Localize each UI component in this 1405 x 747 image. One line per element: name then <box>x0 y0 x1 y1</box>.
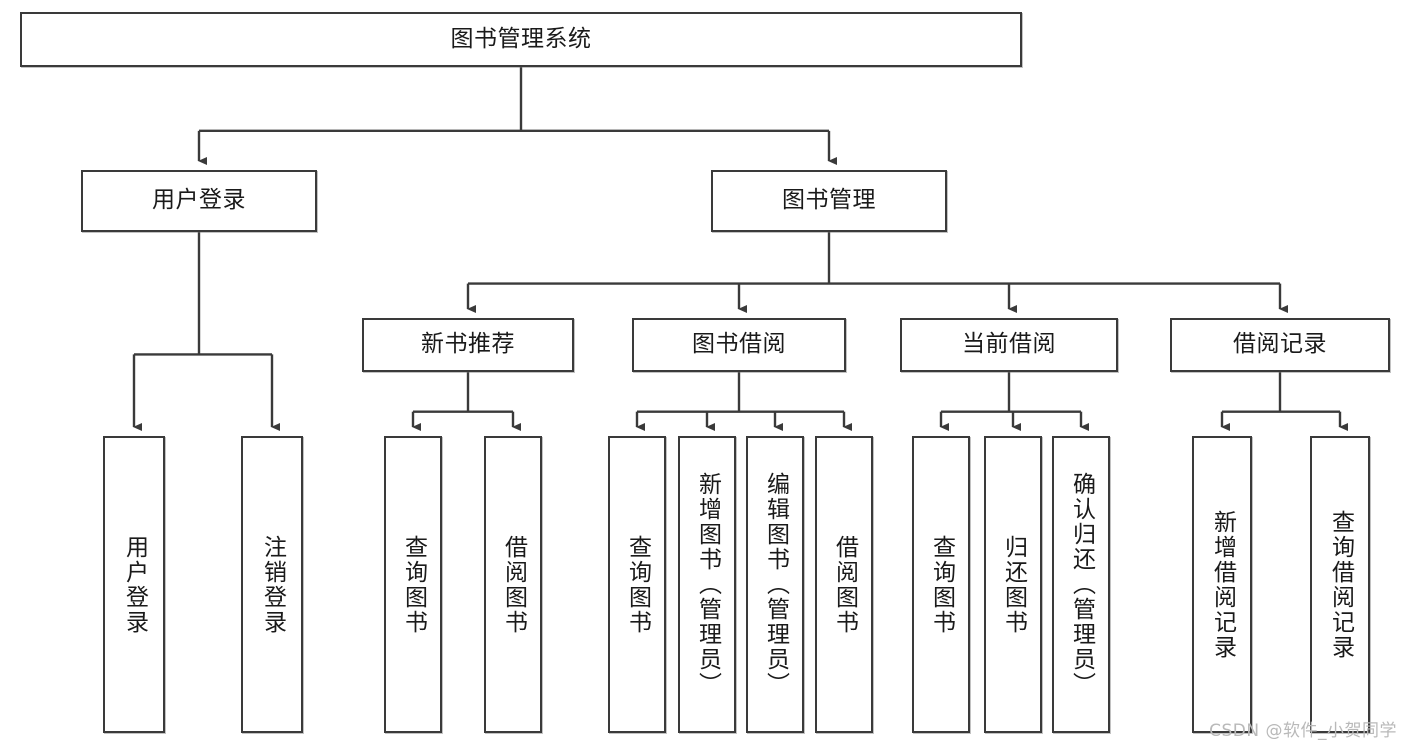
node-l2-new[interactable]: 新书推荐 <box>362 318 574 372</box>
node-leaf-4[interactable]: 借阅图书 <box>484 436 542 733</box>
node-l2-current[interactable]: 当前借阅 <box>900 318 1118 372</box>
node-leaf-1[interactable]: 用户登录 <box>103 436 165 733</box>
node-l1-book[interactable]: 图书管理 <box>711 170 947 232</box>
node-leaf-5[interactable]: 查询图书 <box>608 436 666 733</box>
node-label: 归还图书 <box>1000 534 1027 635</box>
node-label: 借阅图书 <box>500 534 527 635</box>
node-leaf-10[interactable]: 归还图书 <box>984 436 1042 733</box>
node-leaf-13[interactable]: 查询借阅记录 <box>1310 436 1370 733</box>
node-label: 用户登录 <box>121 534 148 635</box>
node-label: 图书借阅 <box>692 331 786 358</box>
node-label: 确认归还（管理员） <box>1068 472 1095 697</box>
node-leaf-8[interactable]: 借阅图书 <box>815 436 873 733</box>
node-label: 借阅记录 <box>1233 331 1327 358</box>
node-leaf-3[interactable]: 查询图书 <box>384 436 442 733</box>
node-label: 查询图书 <box>624 534 651 635</box>
watermark: CSDN @软件_小贺同学 <box>1209 721 1397 741</box>
node-label: 图书管理 <box>782 187 876 214</box>
node-label: 用户登录 <box>152 187 246 214</box>
node-root[interactable]: 图书管理系统 <box>20 12 1022 67</box>
node-l2-borrow[interactable]: 图书借阅 <box>632 318 846 372</box>
node-label: 查询图书 <box>928 534 955 635</box>
node-label: 新增图书（管理员） <box>694 472 721 697</box>
node-leaf-11[interactable]: 确认归还（管理员） <box>1052 436 1110 733</box>
node-label: 借阅图书 <box>831 534 858 635</box>
node-leaf-6[interactable]: 新增图书（管理员） <box>678 436 736 733</box>
node-leaf-2[interactable]: 注销登录 <box>241 436 303 733</box>
node-label: 图书管理系统 <box>450 25 592 52</box>
node-label: 当前借阅 <box>962 331 1056 358</box>
node-label: 注销登录 <box>259 534 286 635</box>
node-l1-login[interactable]: 用户登录 <box>81 170 317 232</box>
node-label: 新书推荐 <box>421 331 515 358</box>
node-leaf-12[interactable]: 新增借阅记录 <box>1192 436 1252 733</box>
node-label: 新增借阅记录 <box>1209 509 1236 660</box>
node-leaf-7[interactable]: 编辑图书（管理员） <box>746 436 804 733</box>
node-label: 编辑图书（管理员） <box>762 472 789 697</box>
node-leaf-9[interactable]: 查询图书 <box>912 436 970 733</box>
node-l2-record[interactable]: 借阅记录 <box>1170 318 1390 372</box>
node-label: 查询借阅记录 <box>1327 509 1354 660</box>
node-label: 查询图书 <box>400 534 427 635</box>
